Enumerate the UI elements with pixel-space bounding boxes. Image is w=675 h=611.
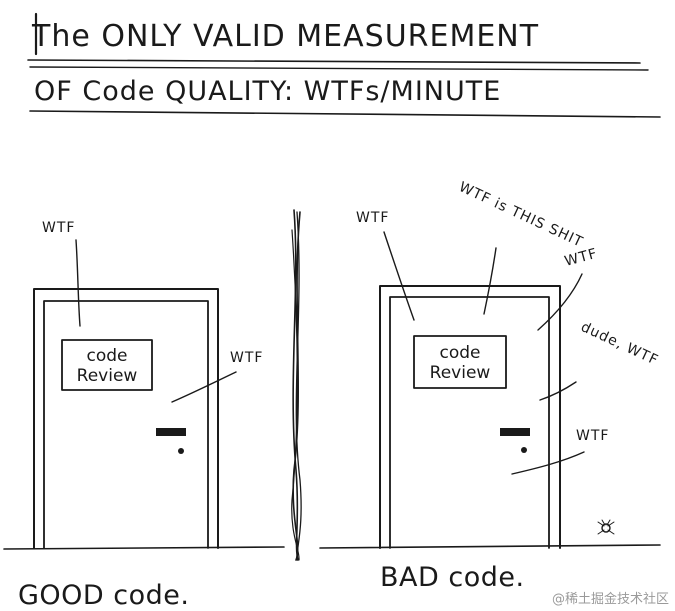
wtf-pointer-line	[383, 231, 415, 321]
wtf-annotation: WTF	[563, 246, 599, 270]
door-handle	[156, 428, 186, 436]
title-underline-1	[27, 59, 641, 64]
dude-wtf-annotation: dude, WTF	[578, 319, 661, 369]
panel-divider	[291, 209, 302, 561]
title-line-1: The ONLY VALID MEASUREMENT	[31, 19, 539, 54]
floor-line	[3, 546, 285, 550]
panel-good-code: code Review WTF WTF GOOD code.	[3, 220, 285, 611]
panel-caption: GOOD code.	[18, 580, 190, 611]
wtf-pointer-line	[511, 451, 585, 475]
title-underline-3	[29, 110, 661, 118]
code-review-sign	[413, 335, 507, 389]
wtf-annotation: WTF	[576, 428, 609, 444]
door-frame-inner	[43, 300, 209, 549]
wtf-pointer-line	[539, 381, 577, 401]
door-frame-outer	[379, 285, 561, 549]
spider-doodle	[597, 519, 615, 535]
sign-text-line-1: code	[87, 346, 128, 366]
wtf-annotation: WTF	[356, 210, 389, 226]
sign-text-line-2: Review	[430, 363, 491, 383]
keyhole	[521, 447, 527, 453]
door-frame-inner	[389, 296, 550, 549]
door-frame-outer	[33, 288, 219, 549]
wtf-is-this-annotation: WTF is THIS SHIT	[456, 179, 585, 251]
sign-text-line-2: Review	[77, 366, 138, 386]
keyhole	[178, 448, 184, 454]
panel-bad-code: code Review WTF WTF is THIS SHIT WTF dud…	[319, 179, 661, 593]
door-handle	[500, 428, 530, 436]
panel-caption: BAD code.	[380, 562, 525, 593]
watermark-text: @稀土掘金技术社区	[552, 591, 669, 607]
code-review-sign	[61, 339, 153, 391]
wtf-pointer-line	[75, 239, 81, 327]
wtf-annotation: WTF	[230, 350, 263, 366]
comic-title: The ONLY VALID MEASUREMENT OF Code QUALI…	[27, 12, 661, 118]
wtf-pointer-line	[483, 247, 497, 315]
wtf-pointer-line	[537, 273, 583, 331]
title-underline-2	[29, 66, 649, 71]
wtf-annotation: WTF	[42, 220, 75, 236]
floor-line	[319, 544, 661, 549]
title-line-2: OF Code QUALITY: WTFs/MINUTE	[34, 76, 501, 107]
wtf-pointer-line	[171, 371, 237, 403]
sign-text-line-1: code	[440, 343, 481, 363]
